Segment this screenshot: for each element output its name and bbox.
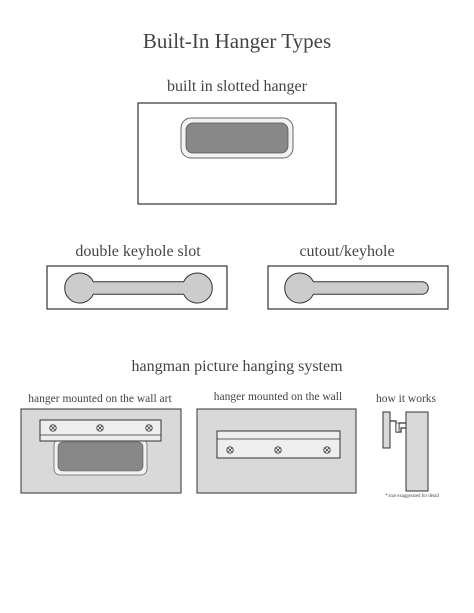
wall-panel-label: hanger mounted on the wall (214, 391, 342, 403)
how-interlock (395, 422, 400, 433)
how-wall-hook (398, 422, 406, 430)
wall-panel-hanger-bar (216, 430, 341, 459)
wall-panel-figure (196, 408, 357, 494)
screw-icon (96, 424, 104, 432)
how-it-works-figure: * size exaggerated for detail (382, 411, 440, 499)
art-panel-slot (57, 441, 144, 472)
cutout-keyhole-label: cutout/keyhole (299, 243, 394, 260)
slotted-hanger-slot (185, 122, 289, 154)
cutout-keyhole-figure (267, 265, 449, 310)
double-keyhole-figure (46, 265, 228, 310)
double-keyhole-label: double keyhole slot (75, 243, 201, 260)
how-it-works-label: how it works (376, 393, 437, 405)
how-wall-section (405, 411, 429, 492)
screw-icon (274, 446, 282, 454)
art-panel-figure (20, 408, 182, 494)
slotted-hanger-label: built in slotted hanger (167, 78, 308, 95)
hangman-section-label: hangman picture hanging system (131, 358, 343, 375)
double-keyhole-slot (64, 272, 213, 304)
art-panel-label: hanger mounted on the wall art (28, 393, 172, 405)
how-art-section (382, 411, 391, 449)
size-note: * size exaggerated for detail (385, 494, 440, 499)
screw-icon (226, 446, 234, 454)
page-title: Built-In Hanger Types (143, 29, 331, 53)
screw-icon (49, 424, 57, 432)
cutout-keyhole-slot (284, 272, 429, 304)
screw-icon (145, 424, 153, 432)
slotted-hanger-figure (137, 102, 337, 205)
screw-icon (323, 446, 331, 454)
